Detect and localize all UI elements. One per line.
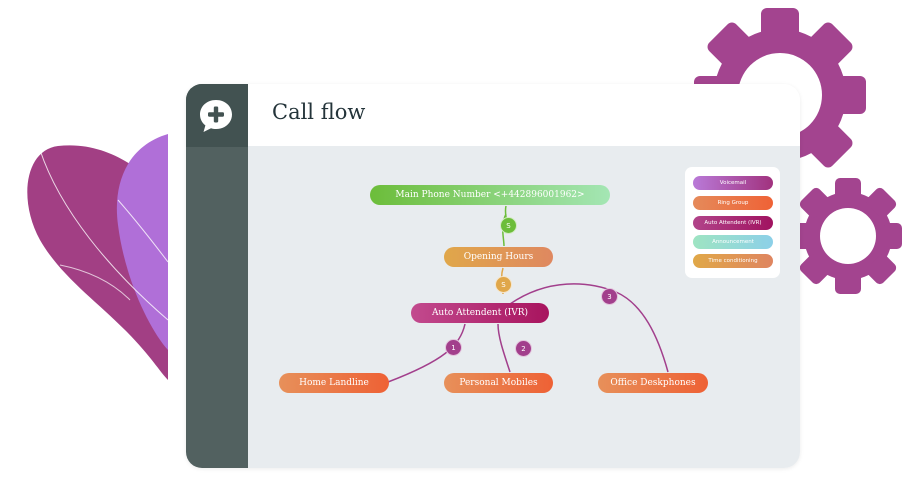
connector-line (387, 323, 466, 383)
gear-icon (790, 178, 902, 294)
opening-hours-node[interactable]: Opening Hours (444, 247, 553, 267)
badge-option-1[interactable]: 1 (445, 339, 462, 356)
connector-line (509, 283, 669, 373)
badge-option-2[interactable]: 2 (515, 340, 532, 357)
call-flow-window: Call flow Main Phone Number <+4428960019… (186, 84, 800, 468)
legend-panel: Voicemail Ring Group Auto Attendent (IVR… (685, 167, 780, 278)
sidebar-header (186, 84, 248, 147)
office-deskphones-node[interactable]: Office Deskphones (598, 373, 708, 393)
connector-line (497, 323, 511, 373)
legend-item-voicemail: Voicemail (693, 176, 773, 190)
leaf-decoration (27, 134, 169, 380)
personal-mobiles-node[interactable]: Personal Mobiles (444, 373, 553, 393)
legend-item-time-conditioning: Time conditioning (693, 254, 773, 268)
legend-item-ivr: Auto Attendent (IVR) (693, 216, 773, 230)
auto-attendant-node[interactable]: Auto Attendent (IVR) (411, 303, 549, 323)
header: Call flow (248, 84, 800, 146)
legend-item-announcement: Announcement (693, 235, 773, 249)
badge-start[interactable]: S (495, 276, 512, 293)
main-number-node[interactable]: Main Phone Number <+442896001962> (370, 185, 610, 205)
page-title: Call flow (272, 100, 366, 124)
badge-option-3[interactable]: 3 (601, 288, 618, 305)
home-landline-node[interactable]: Home Landline (279, 373, 389, 393)
sidebar (186, 84, 248, 468)
legend-item-ring-group: Ring Group (693, 196, 773, 210)
badge-start[interactable]: S (500, 217, 517, 234)
flow-canvas: Main Phone Number <+442896001962> S Open… (248, 146, 800, 468)
add-chat-icon[interactable] (197, 97, 235, 135)
